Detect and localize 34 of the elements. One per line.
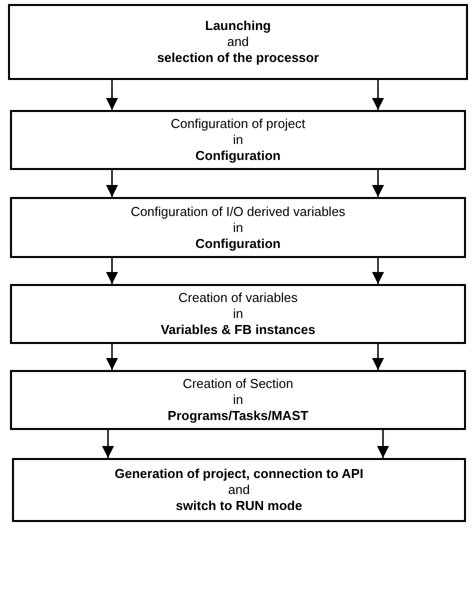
box-text: Creation of variables — [178, 290, 298, 306]
box-text: Configuration of project — [170, 116, 306, 132]
process-box — [10, 197, 466, 258]
arrow — [372, 344, 384, 370]
arrow — [106, 258, 118, 284]
arrow — [106, 80, 118, 110]
arrow — [372, 258, 384, 284]
box-text: in — [232, 220, 244, 236]
box-text: and — [227, 34, 249, 50]
process-box — [10, 110, 466, 170]
box-text: and — [228, 482, 250, 498]
box-text: Creation of Section — [182, 376, 294, 392]
process-box — [12, 458, 466, 522]
box-text: Configuration of I/O derived variables — [130, 204, 346, 220]
process-box — [10, 370, 466, 430]
process-box — [10, 284, 466, 344]
box-text: selection of the processor — [157, 50, 319, 66]
arrow — [377, 430, 389, 458]
arrow — [106, 344, 118, 370]
box-text: Launching — [205, 18, 271, 34]
box-text: in — [232, 306, 244, 322]
arrow — [106, 170, 118, 197]
box-text: switch to RUN mode — [176, 498, 302, 514]
box-text: Programs/Tasks/MAST — [168, 408, 308, 424]
box-text: Generation of project, connection to API — [114, 466, 364, 482]
box-text: Variables & FB instances — [160, 322, 316, 338]
process-box — [8, 4, 468, 80]
arrow — [372, 80, 384, 110]
box-text: in — [232, 392, 244, 408]
arrow — [102, 430, 114, 458]
box-text: in — [232, 132, 244, 148]
box-text: Configuration — [195, 236, 281, 252]
arrow — [372, 170, 384, 197]
box-text: Configuration — [195, 148, 281, 164]
